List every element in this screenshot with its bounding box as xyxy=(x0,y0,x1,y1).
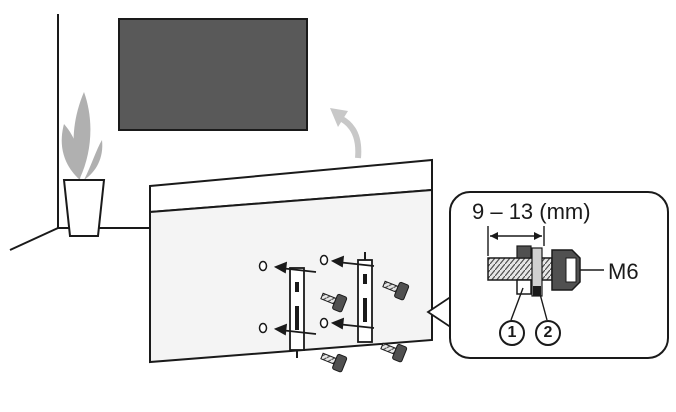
bracket-left xyxy=(289,267,305,358)
plant-icon xyxy=(61,92,106,237)
bracket-right xyxy=(357,252,373,343)
lift-arrow-icon xyxy=(330,108,362,159)
detail-box xyxy=(449,191,669,359)
mounting-holes xyxy=(258,254,329,334)
insert-arrows xyxy=(273,255,375,336)
callout-2: 2 xyxy=(535,320,561,346)
wall-tv xyxy=(118,18,308,131)
thread-size-label: M6 xyxy=(608,259,639,284)
callout-1: 1 xyxy=(499,320,525,346)
dimension-label: 9 – 13 (mm) xyxy=(472,199,591,224)
screw-icons xyxy=(320,280,410,373)
